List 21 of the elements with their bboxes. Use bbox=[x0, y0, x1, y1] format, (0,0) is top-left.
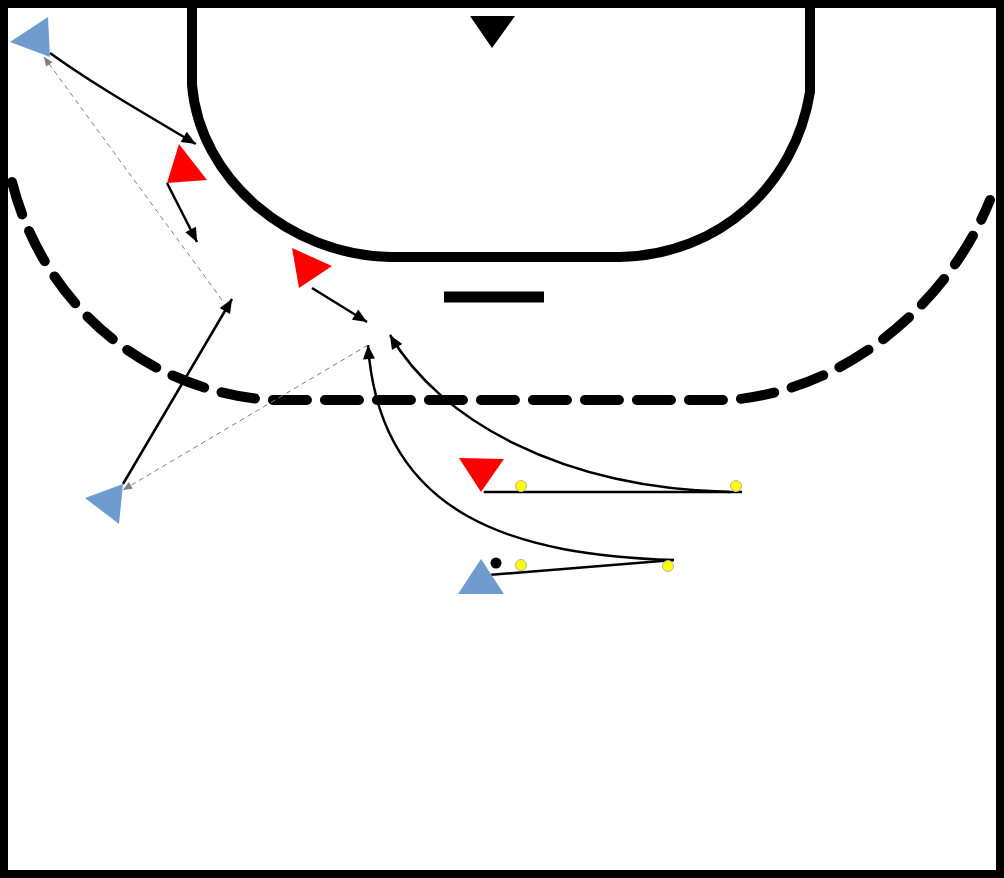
pass-arrow bbox=[122, 344, 369, 491]
attacker-marker bbox=[458, 559, 504, 594]
defender-marker bbox=[292, 248, 332, 288]
cone-icon bbox=[515, 480, 527, 492]
run-arrow bbox=[388, 334, 731, 494]
attacker-marker bbox=[85, 484, 123, 524]
pass-arrow bbox=[43, 56, 223, 301]
cone-icon bbox=[662, 560, 674, 572]
defender-marker bbox=[459, 458, 504, 492]
run-arrow bbox=[311, 286, 368, 324]
path-line bbox=[483, 490, 742, 494]
goalkeeper-marker bbox=[470, 16, 515, 48]
run-arrow bbox=[165, 182, 199, 243]
defender-marker bbox=[167, 144, 207, 183]
ball-icon bbox=[490, 557, 502, 569]
run-arrow bbox=[363, 344, 675, 562]
attacker-marker bbox=[10, 17, 50, 57]
run-arrow bbox=[49, 52, 197, 146]
cone-icon bbox=[730, 480, 742, 492]
cone-icon bbox=[515, 559, 527, 571]
run-arrow bbox=[121, 298, 234, 485]
